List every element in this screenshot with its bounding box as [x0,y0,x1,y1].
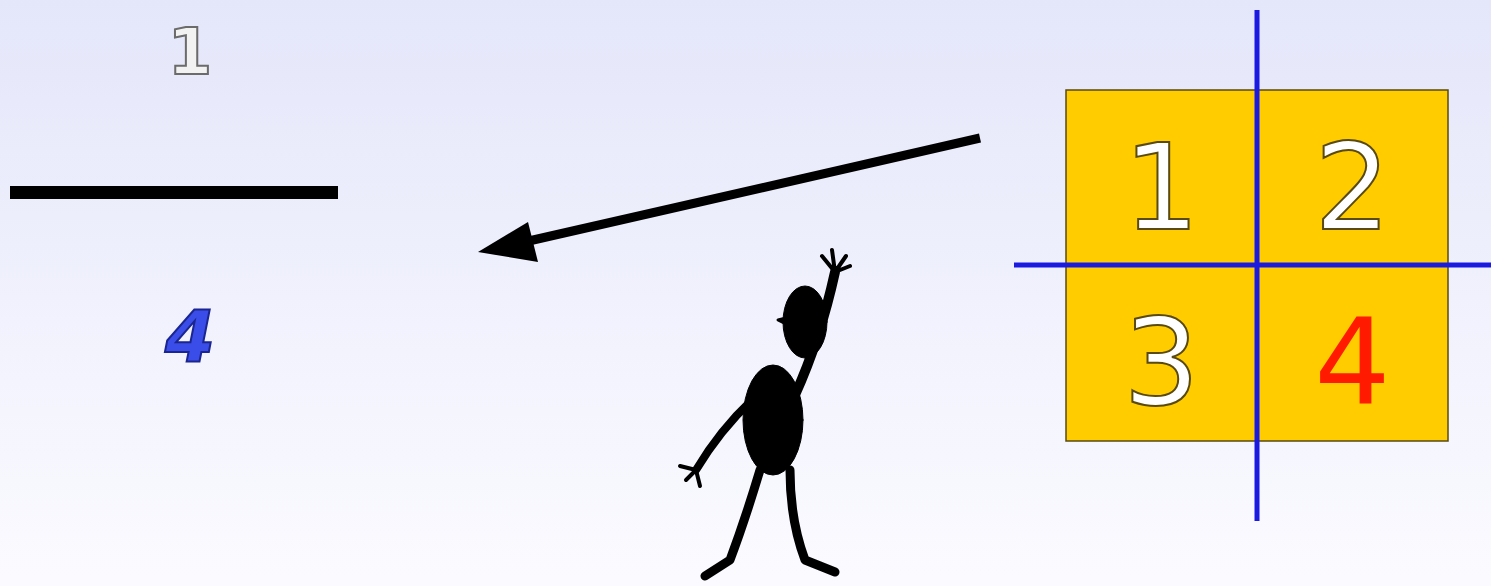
cell-number: 1 [1123,128,1199,248]
grid-cell: 1 [1066,90,1257,265]
grid-cell: 2 [1257,90,1448,265]
figure-leg-right [790,470,835,572]
figure-hand [680,466,700,486]
grid-cell: 3 [1066,265,1257,441]
fraction-denominator: 4 [90,300,290,372]
figure-body [743,365,803,475]
fraction-bar [10,186,338,199]
cell-number: 2 [1314,128,1390,248]
stick-figure [680,250,850,576]
pointer-arrow-shaft [520,138,980,243]
figure-fingers [822,250,850,272]
figure-hat [778,318,786,324]
figure-arm-up [795,272,835,395]
cell-number: 3 [1123,303,1199,423]
fraction-numerator: 1 [90,20,290,84]
grid-cell: 4 [1257,265,1448,441]
grid-line-horizontal [1014,263,1491,268]
cell-number: 4 [1314,303,1390,423]
figure-arm-down [696,400,752,470]
pointer-arrow-head [478,222,538,262]
figure-leg-left [705,470,760,576]
